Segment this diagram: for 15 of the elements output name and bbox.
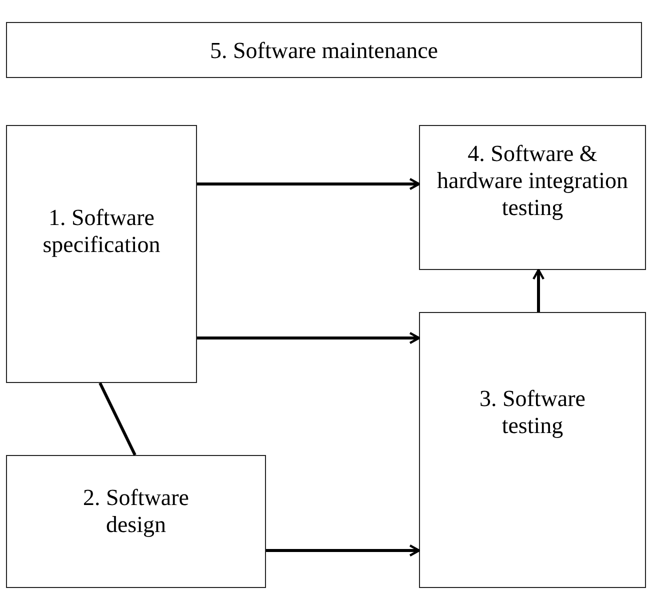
process-box — [419, 312, 646, 588]
process-box — [419, 125, 646, 270]
arrow — [197, 178, 420, 190]
process-box — [6, 22, 642, 78]
box-label: 4. Software & hardware integration testing — [436, 140, 629, 221]
process-box — [6, 125, 197, 383]
process-box — [6, 455, 266, 588]
arrow — [197, 332, 420, 344]
box-label: 5. Software maintenance — [210, 37, 438, 64]
box-label: 3. Software testing — [478, 385, 587, 439]
box-label: 1. Software specification — [42, 204, 162, 258]
connector-line — [98, 382, 136, 456]
arrow — [266, 544, 420, 557]
box-label: 2. Software design — [82, 484, 190, 538]
arrow — [532, 268, 545, 312]
